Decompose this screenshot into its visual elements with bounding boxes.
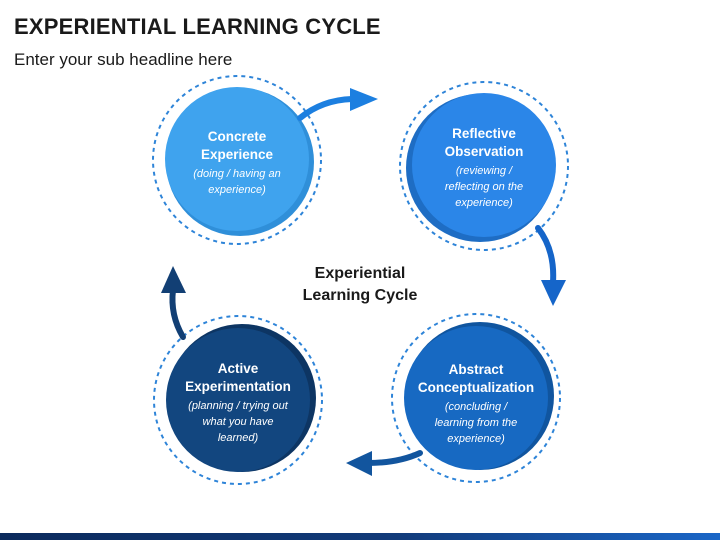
stage-title-line1: Reflective: [452, 126, 516, 141]
page-subtitle: Enter your sub headline here: [14, 50, 233, 69]
stage-circle: [165, 87, 309, 231]
stage-desc-line2: experience): [208, 184, 266, 197]
cycle-arrows: [161, 88, 566, 476]
stage-text-active-experimentation: Active Experimentation (planning / tryin…: [170, 360, 306, 447]
stage-desc-line3: learned): [217, 432, 259, 445]
stage-title-line1: Active: [217, 361, 259, 376]
stage-abstract-conceptualization: [391, 313, 561, 483]
dashed-ring: [153, 315, 323, 485]
stage-text-abstract-conceptualization: Abstract Conceptualization (concluding /…: [408, 361, 544, 448]
center-label-line2: Learning Cycle: [302, 287, 418, 305]
center-label: Experiential Learning Cycle: [280, 263, 440, 308]
stage-title-line1: Abstract: [448, 362, 504, 377]
stage-title-line2: Observation: [444, 144, 524, 160]
stage-title-line2: Experience: [200, 147, 274, 163]
stage-desc-line1: (doing / having an: [193, 168, 281, 181]
stage-desc-line1: (planning / trying out: [188, 400, 288, 413]
stage-desc-line2: learning from the: [434, 417, 518, 430]
stage-reflective-observation: [399, 81, 569, 251]
stage-concrete-experience: [152, 75, 322, 245]
stage-circle: [404, 326, 548, 470]
stage-title-line1: Concrete: [207, 129, 267, 144]
stage-title-line2: Conceptualization: [417, 380, 535, 396]
arrow-top-head: [350, 88, 378, 111]
arrow-left-head: [161, 266, 186, 293]
stage-desc-line1: (concluding /: [444, 401, 508, 414]
stage-text-reflective-observation: Reflective Observation (reviewing / refl…: [416, 125, 552, 212]
dashed-ring: [152, 75, 322, 245]
stage-desc-line2: what you have: [202, 416, 274, 429]
arrow-top: [297, 96, 355, 121]
stage-circle: [412, 93, 556, 237]
stage-desc-line3: experience): [455, 197, 513, 210]
stage-desc-line3: experience): [447, 433, 505, 446]
dashed-ring: [399, 81, 569, 251]
stage-active-experimentation: [153, 315, 323, 485]
stage-circle: [166, 328, 310, 472]
dashed-ring: [391, 313, 561, 483]
arrow-bottom-head: [346, 451, 372, 476]
bottom-accent-bar: [0, 533, 720, 540]
center-label-line1: Experiential: [314, 265, 406, 282]
arrow-right: [535, 225, 557, 285]
stage-desc-line1: (reviewing /: [455, 165, 513, 178]
stage-desc-line2: reflecting on the: [444, 181, 524, 194]
arrow-bottom: [365, 450, 423, 466]
arrow-right-head: [541, 280, 566, 306]
stage-title-line2: Experimentation: [185, 379, 291, 395]
arrow-left: [169, 287, 186, 340]
stage-text-concrete-experience: Concrete Experience (doing / having an e…: [169, 128, 305, 199]
page-title: EXPERIENTIAL LEARNING CYCLE: [14, 14, 381, 39]
